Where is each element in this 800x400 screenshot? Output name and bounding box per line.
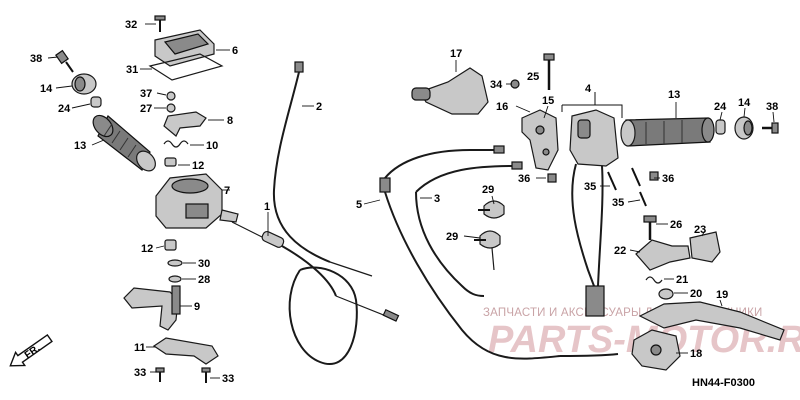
callout-20: 20 — [690, 288, 702, 300]
grip-13-right-part — [620, 117, 715, 147]
callout-14-left: 14 — [40, 83, 53, 95]
switch-17-part — [411, 67, 489, 115]
callout-22: 22 — [614, 245, 626, 257]
nut-36-right-part — [649, 171, 659, 181]
bolt-38-right-part — [762, 122, 779, 134]
callout-35-lower: 35 — [612, 197, 624, 209]
callout-4: 4 — [585, 83, 592, 95]
clamp-29-lower-part — [474, 230, 501, 249]
callout-15: 15 — [542, 95, 554, 107]
spring-10-part — [163, 140, 189, 148]
callout-31: 31 — [126, 64, 138, 76]
bolt-25-part — [543, 53, 555, 90]
callout-14-right: 14 — [738, 97, 751, 109]
callout-16: 16 — [496, 101, 508, 113]
bolt-12-lower-part — [164, 239, 177, 251]
washer-27-part — [166, 103, 176, 113]
bracket-11-part — [152, 337, 219, 365]
gasket-31-part — [148, 53, 224, 81]
callout-21: 21 — [676, 274, 688, 286]
callout-7: 7 — [224, 185, 230, 197]
collar-20-part — [658, 288, 674, 300]
washer-28-part — [168, 275, 182, 283]
throttle-housing-7-part — [155, 173, 239, 229]
callout-labels: 32 6 38 31 14 37 24 27 8 13 10 12 7 12 3… — [30, 19, 778, 385]
callout-9: 9 — [194, 301, 200, 313]
throttle-lever-9-part — [123, 285, 181, 331]
cable-3-part — [415, 161, 619, 357]
cable-5-part — [379, 145, 561, 360]
front-direction-arrow-icon: FR. — [9, 333, 53, 367]
callout-34: 34 — [490, 79, 503, 91]
callout-24-right: 24 — [714, 101, 727, 113]
callout-13-right: 13 — [668, 89, 680, 101]
end-cap-14-right-part — [734, 116, 754, 140]
lever-holder-18-part — [631, 329, 681, 371]
callout-37: 37 — [140, 88, 152, 100]
screw-34-part — [510, 79, 520, 89]
callout-33-right: 33 — [222, 373, 234, 385]
callout-17: 17 — [450, 48, 462, 60]
bolt-33-right-part — [201, 367, 211, 383]
bolt-26-part — [643, 215, 657, 240]
callout-12-top: 12 — [192, 160, 204, 172]
callout-36-right: 36 — [662, 173, 674, 185]
screw-35-set-part — [607, 167, 647, 207]
callout-38-right: 38 — [766, 101, 778, 113]
bolt-38-left-part — [55, 49, 74, 73]
nut-36-left-part — [547, 173, 557, 183]
clutch-lever-19-part — [638, 301, 785, 341]
grip-13-left-part — [92, 114, 156, 172]
callout-3: 3 — [434, 193, 440, 205]
nut-37-part — [166, 91, 176, 101]
callout-1: 1 — [264, 201, 270, 213]
lever-holder-22-part — [635, 239, 691, 271]
bolt-33-left-part — [155, 367, 165, 382]
collar-24-left-part — [90, 96, 102, 108]
callout-6: 6 — [232, 45, 238, 57]
callout-11: 11 — [134, 342, 146, 354]
callout-19: 19 — [716, 289, 728, 301]
washer-30-part — [167, 259, 183, 267]
callout-29-lower: 29 — [446, 231, 458, 243]
switch-bracket-15-part — [521, 109, 559, 171]
collar-24-right-part — [715, 119, 726, 135]
diagram-code: HN44-F0300 — [692, 377, 755, 389]
callout-13-left: 13 — [74, 140, 86, 152]
throttle-arm-8-part — [163, 111, 207, 137]
clamp-29-upper-part — [478, 200, 505, 219]
throttle-cover-6-part — [154, 29, 215, 67]
callout-27: 27 — [140, 103, 152, 115]
callout-28: 28 — [198, 274, 210, 286]
callout-23: 23 — [694, 224, 706, 236]
callout-35-left: 35 — [584, 181, 596, 193]
callout-bracket-4 — [561, 104, 623, 118]
switch-23-part — [689, 231, 721, 263]
callout-33-left: 33 — [134, 367, 146, 379]
callout-5: 5 — [356, 199, 362, 211]
callout-38-left: 38 — [30, 53, 42, 65]
callout-12-lower: 12 — [141, 243, 153, 255]
screw-32-part — [154, 15, 166, 32]
callout-32: 32 — [125, 19, 137, 31]
switch-housing-4-part — [569, 109, 619, 317]
callout-8: 8 — [227, 115, 233, 127]
callout-36-left: 36 — [518, 173, 530, 185]
callout-2: 2 — [316, 101, 322, 113]
callout-10: 10 — [206, 140, 218, 152]
callout-25: 25 — [527, 71, 539, 83]
spring-21-part — [645, 276, 663, 284]
callout-30: 30 — [198, 258, 210, 270]
wire-29-part — [491, 247, 495, 271]
end-cap-14-left-part — [71, 73, 97, 95]
leader-lines — [47, 23, 775, 379]
cable-2-part — [272, 61, 373, 277]
bolt-12-top-part — [164, 157, 177, 167]
callout-26: 26 — [670, 219, 682, 231]
callout-24-left: 24 — [58, 103, 71, 115]
callout-29-upper: 29 — [482, 184, 494, 196]
callout-18: 18 — [690, 348, 702, 360]
throttle-cable-1-part — [231, 221, 400, 365]
